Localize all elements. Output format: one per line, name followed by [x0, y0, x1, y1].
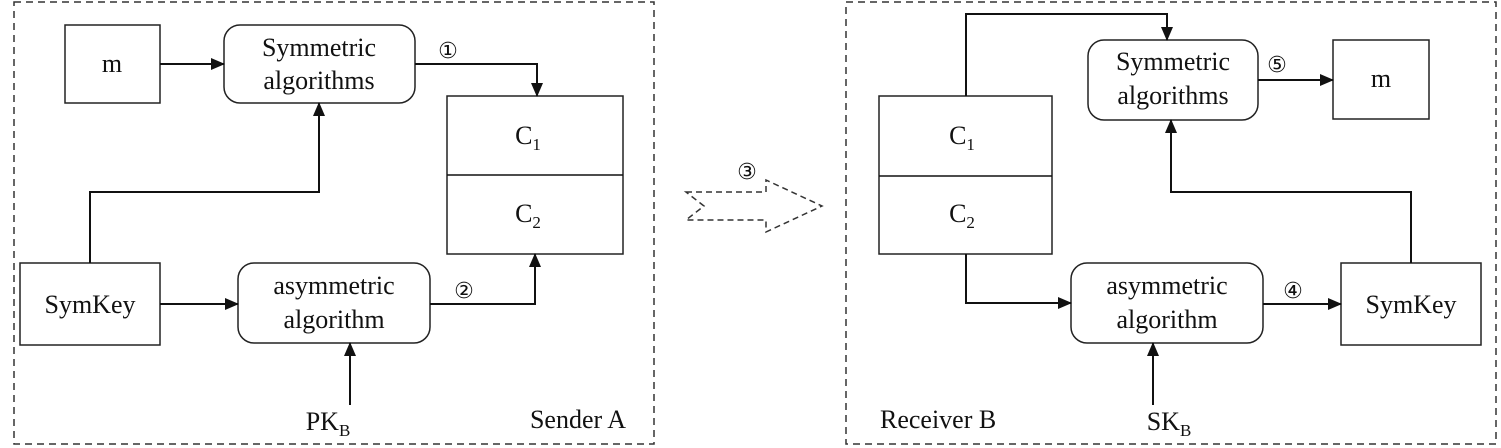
- sender-c1-label: C1: [515, 121, 541, 154]
- receiver-label: Receiver B: [880, 405, 996, 434]
- sender-symmetric-label-line1: Symmetric: [262, 33, 376, 62]
- step-3-marker: ③: [737, 160, 757, 185]
- sender-message-box: [64, 24, 161, 104]
- arrow-symkey-to-symmetric: [89, 102, 325, 263]
- receiver-asymmetric-label-line2: algorithm: [1116, 305, 1217, 334]
- sender-asymmetric-label-line1: asymmetric: [273, 271, 394, 300]
- receiver-asymmetric-label-line1: asymmetric: [1106, 271, 1227, 300]
- step-5-marker: ⑤: [1267, 53, 1287, 78]
- arrow-asymmetric-to-c2: [430, 253, 541, 305]
- receiver-symmetric-label-line2: algorithms: [1117, 81, 1228, 110]
- arrow-c1-to-symmetric: [965, 13, 1173, 96]
- receiver-c2-label: C2: [949, 199, 975, 232]
- sender-c2-label: C2: [515, 199, 541, 232]
- sender-asymmetric-label-line2: algorithm: [283, 305, 384, 334]
- arrow-symmetric-to-c1: [415, 63, 543, 97]
- sender-symkey-label: SymKey: [45, 290, 136, 319]
- receiver-symmetric-label-line1: Symmetric: [1116, 47, 1230, 76]
- step-2-marker: ②: [454, 279, 474, 304]
- receiver-secret-key-label: SKB: [1147, 407, 1192, 440]
- receiver-ciphertext-box: [878, 95, 1053, 255]
- receiver-symkey-box: [1340, 262, 1482, 346]
- sender-message-label: m: [102, 49, 122, 78]
- sender-public-key-label: PKB: [306, 407, 351, 440]
- receiver-boundary: [845, 1, 1497, 445]
- sender-label: Sender A: [530, 405, 626, 434]
- sender-symmetric-label-line2: algorithms: [263, 66, 374, 95]
- step-4-marker: ④: [1283, 279, 1303, 304]
- receiver-c1-label: C1: [949, 121, 975, 154]
- step-1-marker: ①: [438, 39, 458, 64]
- receiver-message-box: [1332, 39, 1430, 120]
- arrow-c2-to-asymmetric: [965, 254, 1072, 309]
- receiver-symkey-label: SymKey: [1366, 290, 1457, 319]
- arrow-symkey-to-symmetric: [1165, 119, 1412, 263]
- transmission-arrow: [683, 178, 824, 234]
- receiver-message-label: m: [1371, 64, 1391, 93]
